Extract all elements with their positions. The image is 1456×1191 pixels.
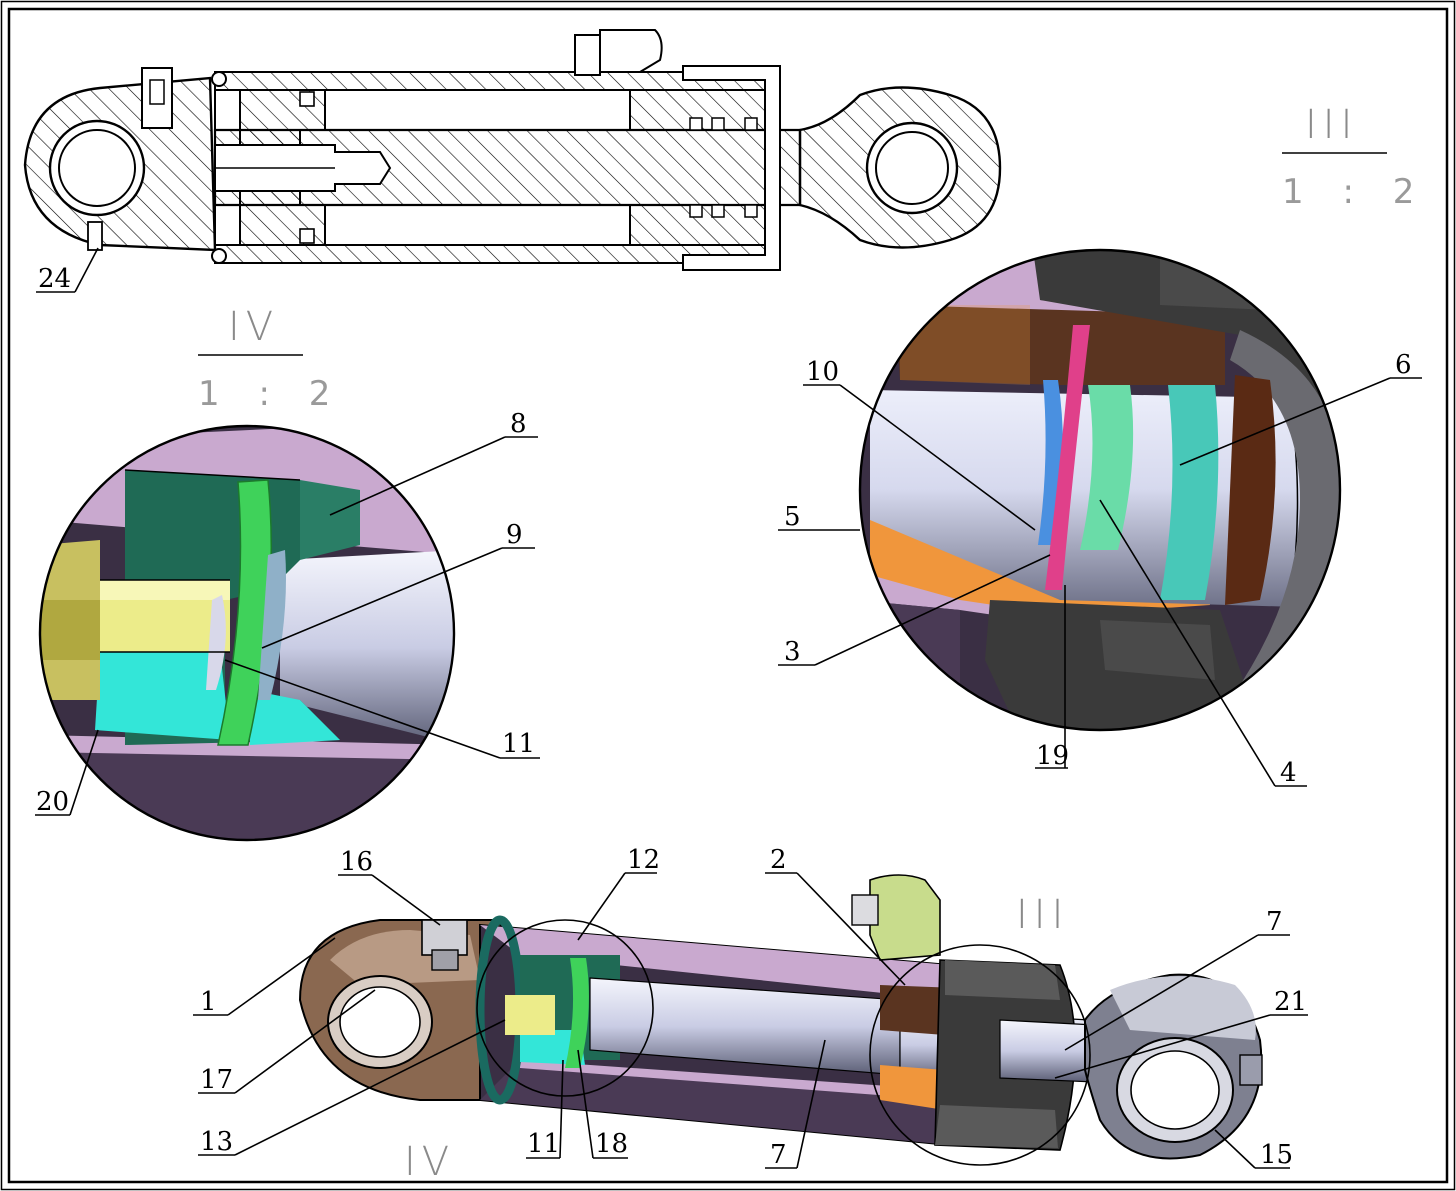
callout-7-bottom: 7 bbox=[765, 1039, 826, 1170]
callout-21: 21 bbox=[1054, 987, 1308, 1079]
callout-label: 7 bbox=[1266, 907, 1283, 937]
callout-label: 9 bbox=[506, 520, 523, 550]
callout-label: 2 bbox=[770, 845, 787, 875]
callout-11-assembly: 11 bbox=[526, 1059, 564, 1159]
callout-6: 6 bbox=[1179, 350, 1422, 466]
callout-7-top: 7 bbox=[1064, 907, 1290, 1051]
callout-label: 24 bbox=[38, 264, 71, 294]
callout-17: 17 bbox=[198, 989, 376, 1095]
callout-12: 12 bbox=[577, 845, 660, 941]
callout-label: 5 bbox=[784, 502, 801, 532]
callout-10: 10 bbox=[803, 357, 1036, 531]
detail-iv-view bbox=[38, 424, 456, 842]
assembly-marker-iii: III bbox=[1016, 892, 1069, 938]
callout-label: 18 bbox=[595, 1129, 628, 1159]
scale-iii: 1 : 2 bbox=[1282, 172, 1428, 212]
callout-label: 19 bbox=[1036, 741, 1069, 771]
detail-iii-view bbox=[858, 248, 1342, 732]
callout-18: 18 bbox=[577, 1049, 628, 1159]
callout-1: 1 bbox=[193, 937, 336, 1017]
callout-label: 13 bbox=[200, 1127, 233, 1157]
callout-label: 20 bbox=[36, 787, 69, 817]
section-view bbox=[23, 29, 1002, 271]
callout-label: 16 bbox=[340, 847, 373, 877]
view-label-iv: IV bbox=[228, 304, 279, 350]
detail-iii-title: III 1 : 2 bbox=[1282, 102, 1428, 212]
callout-label: 3 bbox=[784, 637, 801, 667]
scale-iv: 1 : 2 bbox=[198, 374, 344, 414]
callout-24: 24 bbox=[36, 247, 99, 294]
callout-19: 19 bbox=[1035, 585, 1069, 771]
callout-label: 7 bbox=[770, 1140, 787, 1170]
callout-label: 21 bbox=[1274, 987, 1307, 1017]
callout-label: 8 bbox=[510, 409, 527, 439]
callout-label: 1 bbox=[200, 987, 217, 1017]
callout-8: 8 bbox=[329, 409, 538, 516]
assembly-marker-iv: IV bbox=[404, 1139, 455, 1185]
callout-label: 10 bbox=[806, 357, 839, 387]
callout-16: 16 bbox=[338, 847, 441, 926]
callout-9: 9 bbox=[261, 520, 535, 649]
callout-15: 15 bbox=[1214, 1129, 1293, 1170]
callout-11-detail: 11 bbox=[224, 659, 540, 759]
callout-label: 12 bbox=[627, 845, 660, 875]
callout-3: 3 bbox=[778, 554, 1051, 667]
callout-label: 17 bbox=[200, 1065, 233, 1095]
assembly-view bbox=[298, 874, 1263, 1166]
callout-20: 20 bbox=[35, 729, 99, 817]
callout-4: 4 bbox=[1099, 499, 1307, 788]
callout-label: 15 bbox=[1260, 1140, 1293, 1170]
detail-iv-title: IV 1 : 2 bbox=[198, 304, 344, 414]
callout-2: 2 bbox=[765, 845, 906, 986]
callout-13: 13 bbox=[198, 1019, 506, 1157]
callout-5: 5 bbox=[778, 502, 860, 532]
view-label-iii: III bbox=[1305, 102, 1358, 148]
callout-label: 11 bbox=[502, 729, 535, 759]
callout-label: 4 bbox=[1280, 758, 1297, 788]
callout-label: 11 bbox=[527, 1129, 560, 1159]
callout-label: 6 bbox=[1395, 350, 1412, 380]
